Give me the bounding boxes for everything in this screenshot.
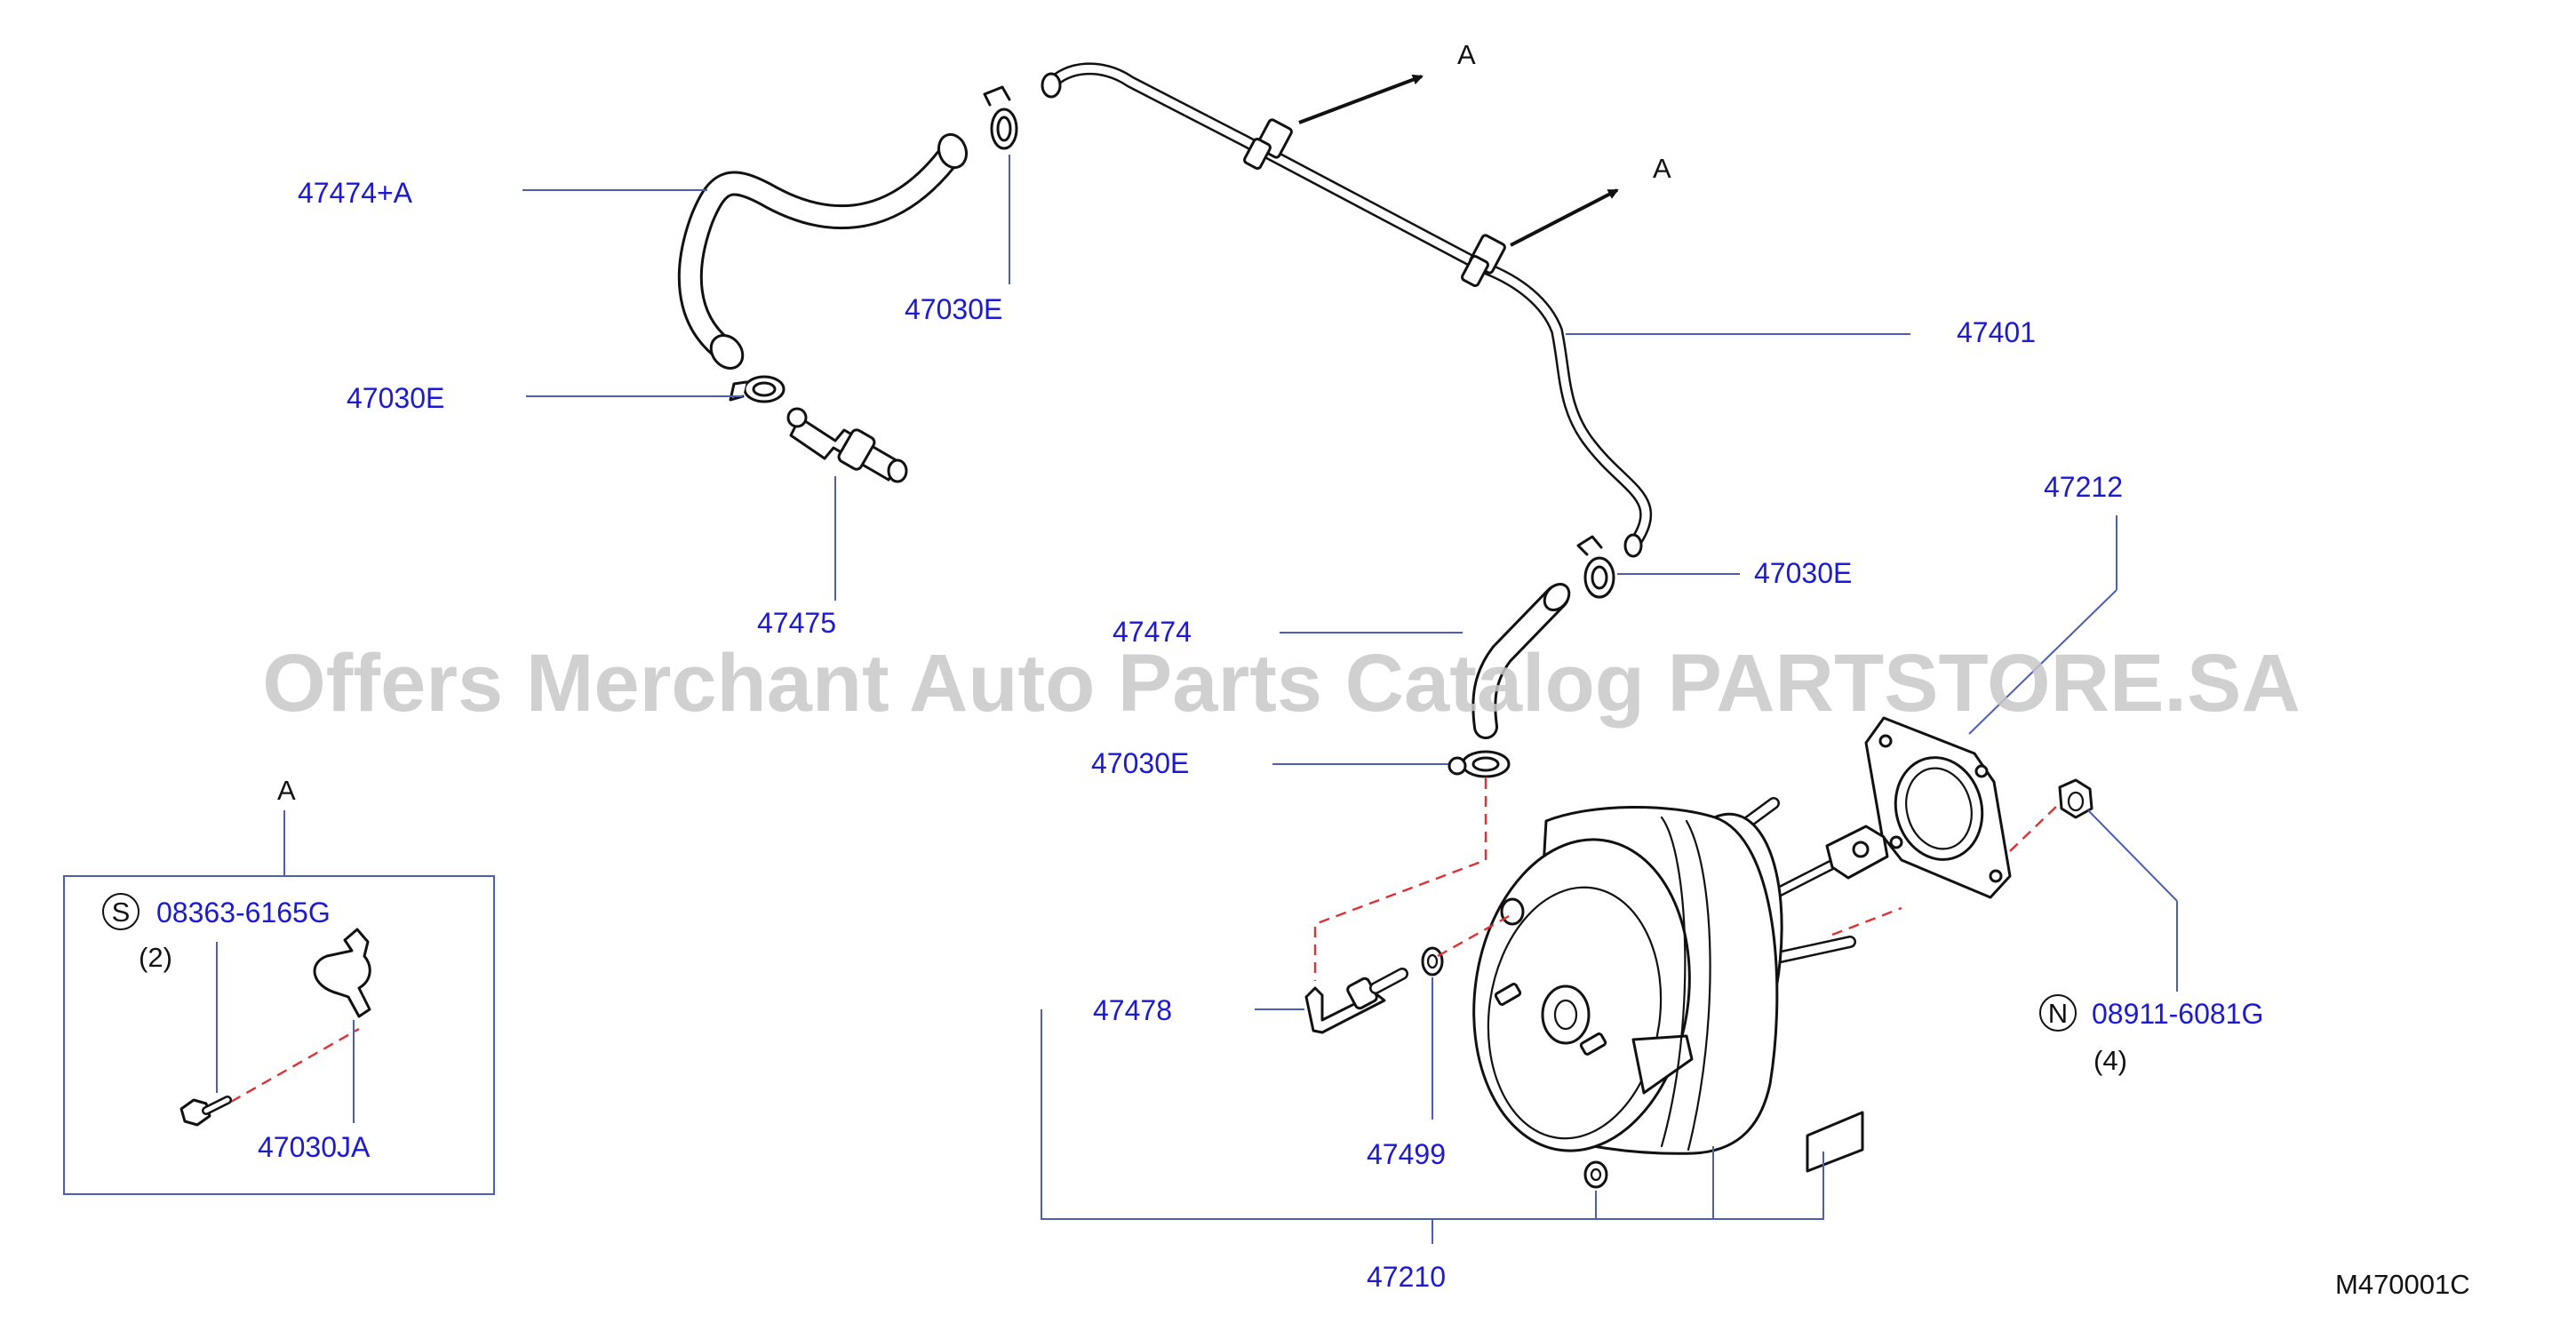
callout-47212[interactable]: 47212 (2044, 471, 2123, 503)
callout-47401[interactable]: 47401 (1957, 316, 2036, 348)
check-valve-47475 (786, 407, 908, 483)
callout-47474[interactable]: 47474 (1113, 616, 1192, 648)
callout-08911-6081g[interactable]: 08911-6081G (2092, 998, 2263, 1030)
view-a-arrows: A A (1298, 39, 1671, 247)
screw-qty: (2) (139, 942, 172, 973)
callout-08363-6165g[interactable]: 08363-6165G (156, 897, 331, 928)
callout-47030e-right[interactable]: 47030E (1754, 557, 1852, 589)
detail-view-a: A (63, 775, 495, 1195)
booster-label-plate (1806, 1111, 1864, 1173)
screw-spec: S 08363-6165G (2) (102, 893, 331, 973)
callout-47478[interactable]: 47478 (1093, 994, 1172, 1026)
nut-08911-6081g (2058, 778, 2093, 819)
callout-47474a[interactable]: 47474+A (298, 177, 413, 209)
view-marker-a-2: A (1653, 153, 1671, 184)
callout-47030ja[interactable]: 47030JA (258, 1131, 371, 1163)
hose-47474 (1471, 583, 1571, 739)
screw-symbol: S (112, 897, 131, 928)
watermark: Offers Merchant Auto Parts Catalog PARTS… (262, 638, 2301, 729)
callout-47030e-lower[interactable]: 47030E (1091, 747, 1189, 779)
view-marker-a-detail: A (277, 775, 296, 806)
booster-washer (1583, 1160, 1608, 1189)
connector-47478 (1304, 968, 1408, 1034)
brake-booster-47210 (1472, 797, 1889, 1155)
clamp-47030e-top (983, 85, 1018, 150)
vacuum-pipe-47401 (1041, 62, 1653, 558)
clamp-47030e-lower (1448, 750, 1511, 778)
nut-qty: (4) (2093, 1045, 2127, 1076)
callout-47030e-left[interactable]: 47030E (347, 382, 444, 414)
assembly-dashed-lines (230, 778, 2061, 1104)
gasket-47212 (1864, 716, 2012, 899)
nut-spec: N 08911-6081G (4) (2039, 994, 2263, 1076)
callout-47475[interactable]: 47475 (757, 607, 836, 639)
leader-lines (216, 155, 2178, 1244)
clamp-47030e-right (1576, 535, 1615, 599)
callout-47499[interactable]: 47499 (1367, 1138, 1446, 1170)
grommet-47499 (1421, 946, 1444, 976)
callout-47030e-top[interactable]: 47030E (905, 293, 1002, 325)
nut-symbol: N (2048, 998, 2068, 1029)
hose-47474a (677, 132, 969, 370)
clamp-47030e-left (729, 375, 786, 403)
diagram-code: M470001C (2335, 1269, 2470, 1300)
view-marker-a-1: A (1457, 39, 1476, 70)
callout-47210[interactable]: 47210 (1367, 1261, 1446, 1293)
